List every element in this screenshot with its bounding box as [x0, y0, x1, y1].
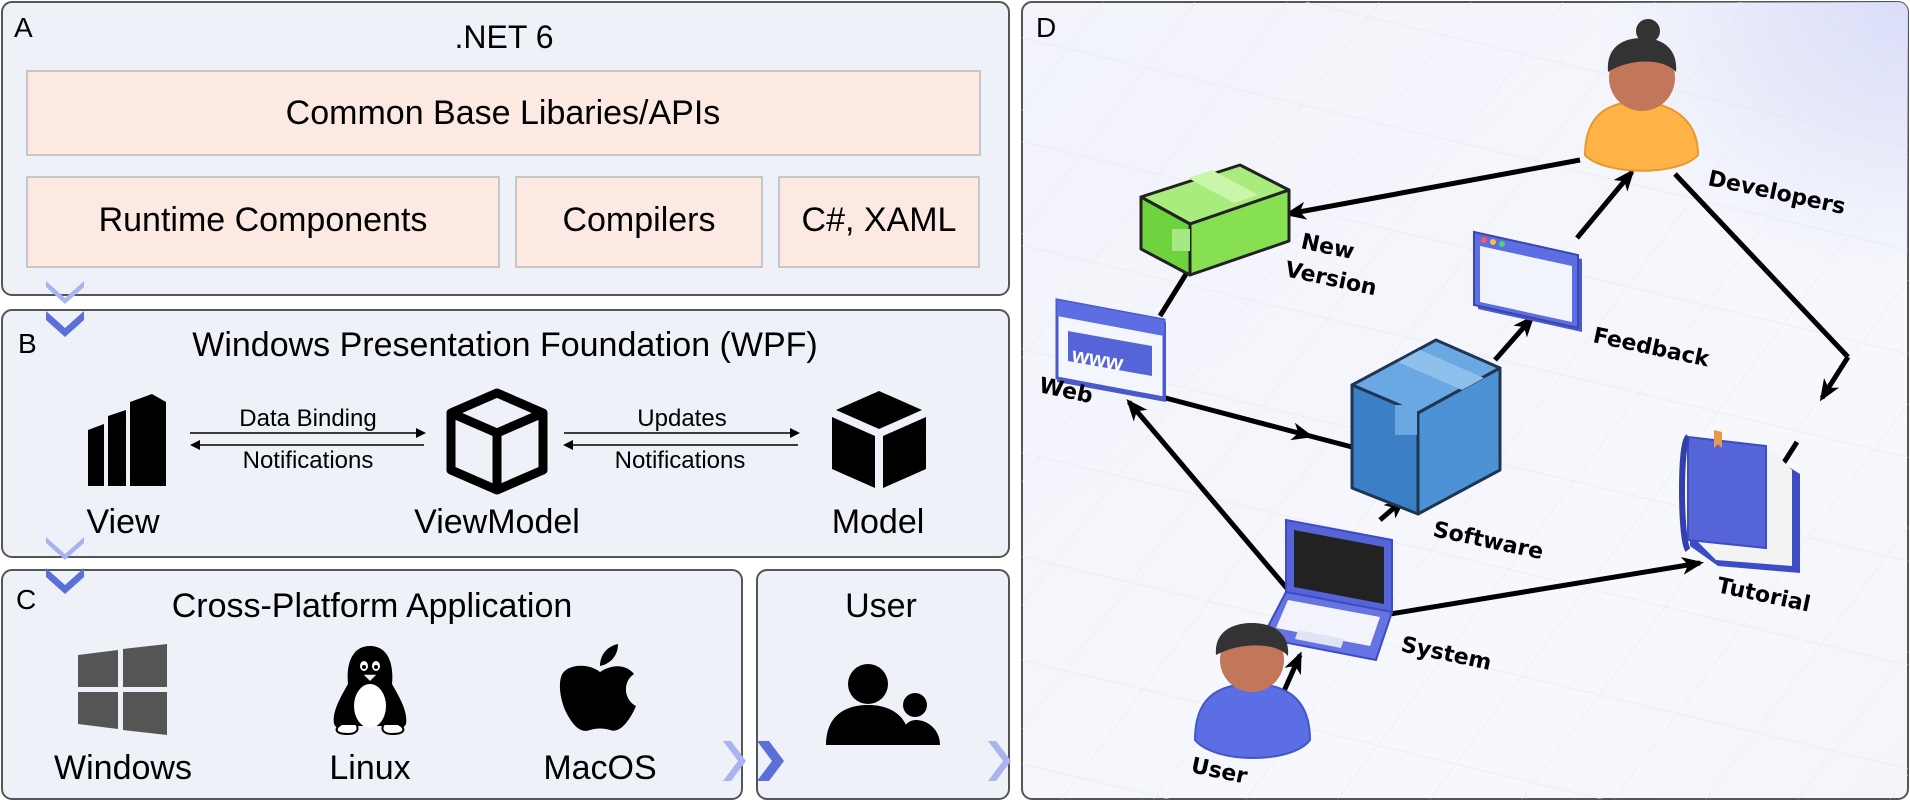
- base-libraries-label: Common Base Libaries/APIs: [286, 94, 721, 132]
- chevron-down-icon: [46, 537, 84, 560]
- user-avatar-icon: [1193, 623, 1312, 759]
- macos-label: MacOS: [543, 749, 656, 787]
- panel-a: A .NET 6 Common Base Libaries/APIs Runti…: [1, 1, 1010, 296]
- wpf-title: Windows Presentation Foundation (WPF): [192, 326, 817, 364]
- system-laptop-icon: [1260, 518, 1394, 662]
- panel-d: D New Version: [1021, 1, 1909, 800]
- new-version-box-icon: [1139, 163, 1291, 277]
- chevron-down-icon: [46, 281, 84, 304]
- chevron-right-icon: [757, 741, 784, 781]
- compilers-label: Compilers: [562, 201, 715, 239]
- panel-d-letter: D: [1036, 12, 1056, 43]
- windows-label: Windows: [54, 749, 192, 787]
- panel-b: B Windows Presentation Foundation (WPF) …: [1, 309, 1010, 558]
- updates-arrows: [563, 428, 800, 450]
- notifications-right-label: Notifications: [615, 447, 746, 474]
- chevron-right-icon: [723, 741, 746, 781]
- viewmodel-label: ViewModel: [414, 503, 580, 541]
- panel-b-letter: B: [18, 328, 37, 359]
- languages-label: C#, XAML: [802, 201, 957, 239]
- view-layers-icon: [88, 394, 166, 486]
- chevron-down-icon: [46, 568, 84, 594]
- cross-platform-title: Cross-Platform Application: [172, 587, 573, 625]
- windows-logo-icon: [78, 644, 167, 735]
- model-label: Model: [832, 503, 925, 541]
- user-panel-title: User: [845, 587, 917, 625]
- developer-avatar-icon: [1583, 19, 1700, 172]
- runtime-components-box: [26, 176, 500, 268]
- panel-c-letter: C: [16, 584, 36, 615]
- linux-tux-icon: [333, 646, 407, 736]
- linux-label: Linux: [329, 749, 410, 787]
- user-group-icon: [826, 664, 940, 745]
- notifications-left-label: Notifications: [243, 447, 374, 474]
- flow-arrows: [1126, 157, 1851, 702]
- feedback-window-icon: [1473, 230, 1582, 332]
- apple-logo-icon: [559, 644, 636, 731]
- runtime-components-label: Runtime Components: [99, 201, 428, 239]
- data-binding-arrows: [190, 428, 426, 450]
- base-libraries-box: [26, 70, 981, 156]
- panel-a-letter: A: [14, 12, 33, 43]
- viewmodel-cube-icon: [446, 388, 548, 495]
- languages-box: [778, 176, 980, 268]
- chevron-right-icon: [988, 741, 1011, 781]
- panel-c: C Cross-Platform Application Windows Lin…: [1, 569, 743, 800]
- web-window-icon: www: [1055, 298, 1166, 402]
- tutorial-book-icon: [1679, 430, 1800, 573]
- model-cube-icon: [832, 391, 926, 488]
- chevron-down-icon: [46, 311, 84, 337]
- panel-user: User: [756, 569, 1010, 800]
- dotnet-title: .NET 6: [455, 19, 554, 55]
- software-box-icon: [1350, 338, 1502, 516]
- view-label: View: [86, 503, 160, 541]
- compilers-box: [515, 176, 763, 268]
- updates-label: Updates: [637, 405, 726, 432]
- data-binding-label: Data Binding: [239, 405, 376, 432]
